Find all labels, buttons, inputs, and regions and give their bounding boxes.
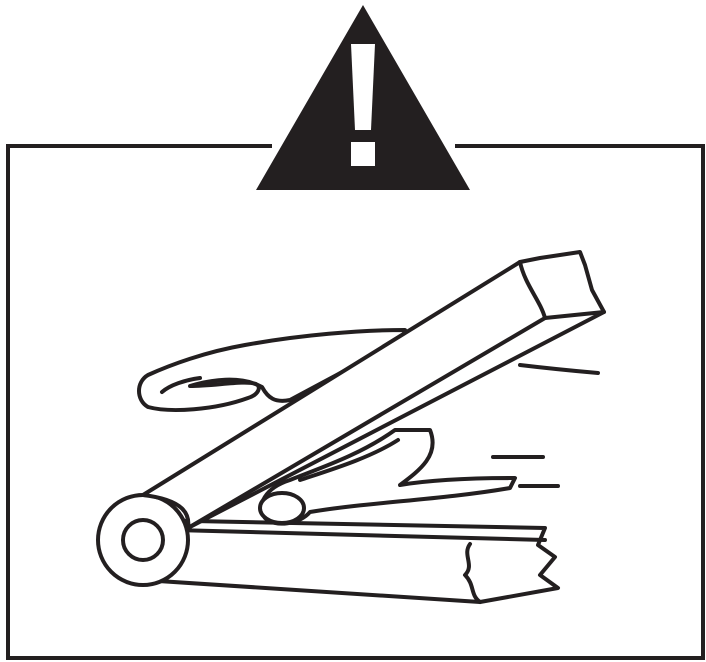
exclamation-triangle-icon [256,5,470,190]
hinge-barrel [98,495,188,585]
lower-board [143,520,558,602]
